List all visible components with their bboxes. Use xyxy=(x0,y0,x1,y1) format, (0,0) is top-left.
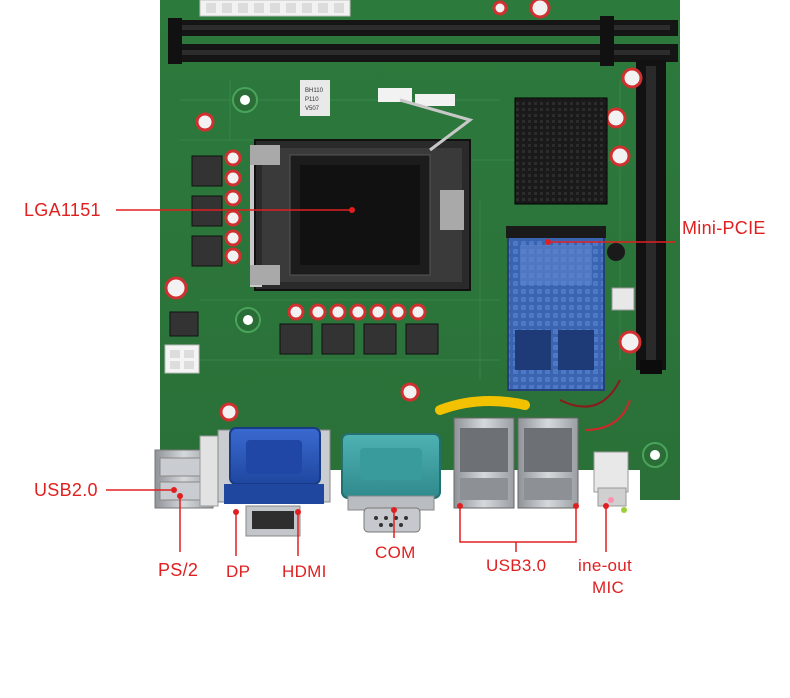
dp-hdmi-port-block xyxy=(217,427,331,537)
com-port xyxy=(341,433,441,533)
audio-jacks xyxy=(593,451,629,513)
silk-text-2: P110 xyxy=(305,97,319,103)
leader-usb3 xyxy=(459,506,577,543)
silk-text-1: BH110 xyxy=(305,88,324,94)
cpu-socket xyxy=(250,98,474,291)
capacitors xyxy=(164,0,643,422)
vrm-chokes xyxy=(169,155,439,355)
label-usb2: USB2.0 xyxy=(34,480,98,500)
memory-slots xyxy=(168,16,678,66)
pcie-x16-slot xyxy=(636,60,666,374)
label-ps2: PS/2 xyxy=(158,560,199,580)
silk-text-3: V507 xyxy=(305,106,320,112)
label-mic: MIC xyxy=(592,578,625,597)
usb2-port-stack xyxy=(154,435,219,509)
label-mini-pcie: Mini-PCIE xyxy=(682,218,766,238)
atx-power-connector xyxy=(199,0,351,17)
usb3-lan-port-1 xyxy=(453,417,515,509)
label-com: COM xyxy=(375,543,416,562)
silkscreen-block: BH110 P110 V507 xyxy=(300,80,455,116)
atx12v-connector xyxy=(164,344,200,374)
leader-lines xyxy=(106,207,676,556)
usb3-lan-port-2 xyxy=(517,417,579,509)
label-line-out: ine-out xyxy=(578,556,633,575)
chipset-heatsink xyxy=(514,97,608,205)
label-lga1151: LGA1151 xyxy=(24,200,101,220)
label-usb3: USB3.0 xyxy=(486,556,547,575)
label-hdmi: HDMI xyxy=(282,562,327,581)
mini-pcie-card xyxy=(506,226,635,391)
cmos-battery-wire xyxy=(435,379,631,431)
label-dp: DP xyxy=(226,562,251,581)
